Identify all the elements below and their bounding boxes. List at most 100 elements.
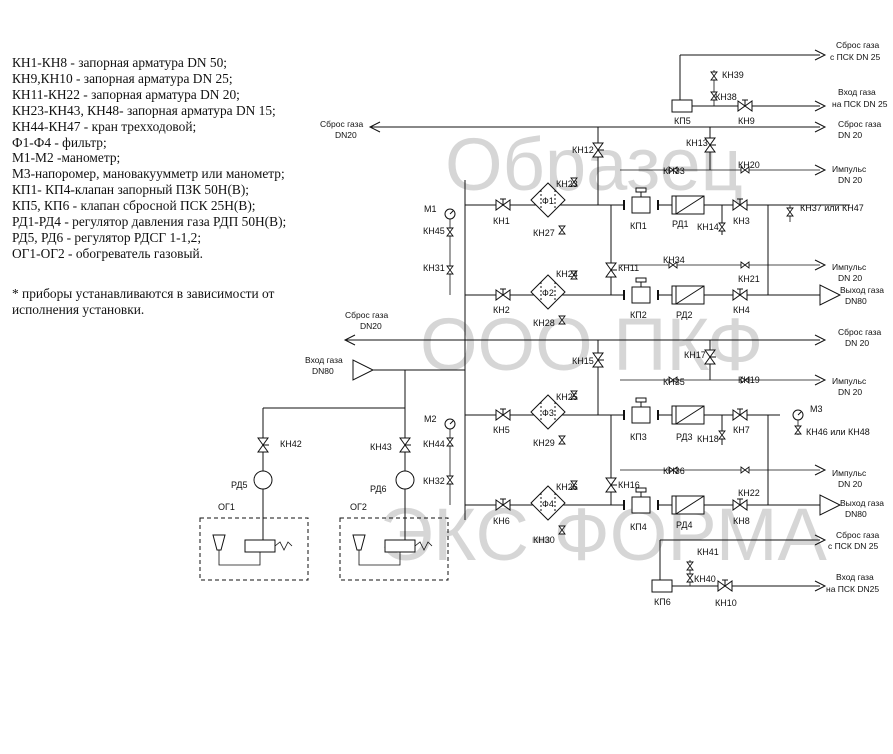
svg-text:Импульс: Импульс xyxy=(832,468,867,478)
svg-text:КП6: КП6 xyxy=(654,597,671,607)
svg-text:Импульс: Импульс xyxy=(832,164,867,174)
svg-text:КН44: КН44 xyxy=(423,439,445,449)
svg-text:КН23: КН23 xyxy=(556,179,578,189)
svg-text:КН35: КН35 xyxy=(663,377,685,387)
outlet-nozzle-2 xyxy=(819,494,842,516)
svg-text:на ПСК DN25: на ПСК DN25 xyxy=(826,584,879,594)
svg-text:М3: М3 xyxy=(810,404,823,414)
svg-text:КН32: КН32 xyxy=(423,476,445,486)
svg-text:DN 20: DN 20 xyxy=(838,175,862,185)
svg-text:КН31: КН31 xyxy=(423,263,445,273)
svg-text:КН37 или КН47: КН37 или КН47 xyxy=(800,203,864,213)
legend-item: М1-М2 -манометр; xyxy=(12,150,121,166)
svg-text:КН38: КН38 xyxy=(715,92,737,102)
svg-text:Ф3: Ф3 xyxy=(542,408,554,418)
svg-text:КП2: КП2 xyxy=(630,310,647,320)
legend-item: КН1-КН8 - запорная арматура DN 50; xyxy=(12,55,228,70)
svg-text:ОГ2: ОГ2 xyxy=(350,502,367,512)
legend-item: КН23-КН43, КН48- запорная арматура DN 15… xyxy=(12,102,276,118)
svg-text:КН22: КН22 xyxy=(738,488,760,498)
svg-text:Ф4: Ф4 xyxy=(542,499,554,509)
svg-text:М2: М2 xyxy=(424,414,437,424)
svg-text:КН45: КН45 xyxy=(423,226,445,236)
svg-text:КН16: КН16 xyxy=(618,480,640,490)
svg-text:РД4: РД4 xyxy=(676,520,693,530)
svg-text:DN80: DN80 xyxy=(845,296,867,306)
svg-text:КН41: КН41 xyxy=(697,547,719,557)
ext-labels: Сброс газа с ПСК DN 25 Вход газа на ПСК … xyxy=(305,40,888,594)
svg-text:Вход газа: Вход газа xyxy=(836,572,874,582)
svg-text:Сброс газа: Сброс газа xyxy=(838,327,882,337)
watermark-line-1: Образец xyxy=(445,123,743,206)
og2-heater xyxy=(339,517,449,581)
svg-text:DN20: DN20 xyxy=(335,130,357,140)
svg-text:КН26: КН26 xyxy=(556,482,578,492)
svg-text:DN 20: DN 20 xyxy=(838,387,862,397)
svg-text:Сброс газа: Сброс газа xyxy=(320,119,364,129)
svg-text:Импульс: Импульс xyxy=(832,262,867,272)
svg-text:КН4: КН4 xyxy=(733,305,750,315)
legend-item: КН44-КН47 - кран трехходовой; xyxy=(12,118,197,134)
svg-text:КН6: КН6 xyxy=(493,516,510,526)
svg-text:КН39: КН39 xyxy=(722,70,744,80)
legend-item: КП5, КП6 - клапан сбросной ПСК 25Н(В); xyxy=(12,198,256,214)
svg-text:КН11: КН11 xyxy=(618,263,639,273)
legend-item: Ф1-Ф4 - фильтр; xyxy=(12,134,107,150)
legend-item: РД5, РД6 - регулятор РДСГ 1-1,2; xyxy=(12,229,202,245)
svg-text:КН13: КН13 xyxy=(686,138,708,148)
svg-text:КН36: КН36 xyxy=(663,466,685,476)
svg-text:РД1: РД1 xyxy=(672,219,689,229)
svg-text:DN 20: DN 20 xyxy=(838,273,862,283)
svg-text:КН42: КН42 xyxy=(280,439,302,449)
svg-text:КН21: КН21 xyxy=(738,274,760,284)
svg-text:КН18: КН18 xyxy=(697,434,719,444)
svg-text:Сброс газа: Сброс газа xyxy=(836,40,880,50)
svg-text:КП3: КП3 xyxy=(630,432,647,442)
svg-text:КН7: КН7 xyxy=(733,425,750,435)
svg-text:КН29: КН29 xyxy=(533,438,555,448)
svg-text:с ПСК DN 25: с ПСК DN 25 xyxy=(828,541,879,551)
kp6-valve xyxy=(651,579,673,593)
svg-text:Ф2: Ф2 xyxy=(542,288,554,298)
outlet-nozzle-1 xyxy=(819,284,842,306)
svg-text:КН17: КН17 xyxy=(684,350,706,360)
svg-text:КН12: КН12 xyxy=(572,145,594,155)
svg-text:КН15: КН15 xyxy=(572,356,594,366)
svg-text:КН43: КН43 xyxy=(370,442,392,452)
svg-text:DN 20: DN 20 xyxy=(838,479,862,489)
svg-text:с ПСК DN 25: с ПСК DN 25 xyxy=(830,52,881,62)
equipment-labels: КН1 КН2 КН5 КН6 КН3 КН4 КН7 КН8 КН9 КН10… xyxy=(218,70,870,608)
svg-text:КН8: КН8 xyxy=(733,516,750,526)
legend-item: М3-напоромер, мановакуумметр или маномет… xyxy=(12,166,285,182)
svg-text:КН40: КН40 xyxy=(694,574,716,584)
svg-text:КН14: КН14 xyxy=(697,222,719,232)
svg-text:КН46 или КН48: КН46 или КН48 xyxy=(806,427,870,437)
watermark-line-2: ООО ПКФ xyxy=(420,303,763,386)
legend-item: КН11-КН22 - запорная арматура DN 20; xyxy=(12,86,240,102)
svg-text:КН10: КН10 xyxy=(715,598,737,608)
svg-text:КП5: КП5 xyxy=(674,116,691,126)
svg-text:DN20: DN20 xyxy=(360,321,382,331)
svg-text:DN80: DN80 xyxy=(845,509,867,519)
svg-text:Импульс: Импульс xyxy=(832,376,867,386)
kp5-valve xyxy=(671,99,693,113)
svg-text:КН24: КН24 xyxy=(556,269,578,279)
svg-text:КН34: КН34 xyxy=(663,255,685,265)
svg-text:Сброс газа: Сброс газа xyxy=(838,119,882,129)
svg-text:КН9: КН9 xyxy=(738,116,755,126)
svg-text:Ф1: Ф1 xyxy=(542,196,554,206)
svg-text:РД2: РД2 xyxy=(676,310,693,320)
og1-heater xyxy=(199,517,309,581)
watermark-line-3: ЭКС-ФОРМА xyxy=(380,493,828,576)
svg-text:КН25: КН25 xyxy=(556,392,578,402)
installation-note: * приборы устанавливаются в зависимости … xyxy=(12,286,275,317)
svg-text:Сброс газа: Сброс газа xyxy=(836,530,880,540)
svg-text:КН1: КН1 xyxy=(493,216,510,226)
svg-text:РД5: РД5 xyxy=(231,480,248,490)
svg-text:КН30: КН30 xyxy=(533,535,555,545)
svg-text:DN80: DN80 xyxy=(312,366,334,376)
legend-item: ОГ1-ОГ2 - обогреватель газовый. xyxy=(12,245,204,261)
svg-text:Выход газа: Выход газа xyxy=(840,285,884,295)
svg-text:КН33: КН33 xyxy=(663,166,685,176)
rd5-regulator xyxy=(253,470,273,490)
